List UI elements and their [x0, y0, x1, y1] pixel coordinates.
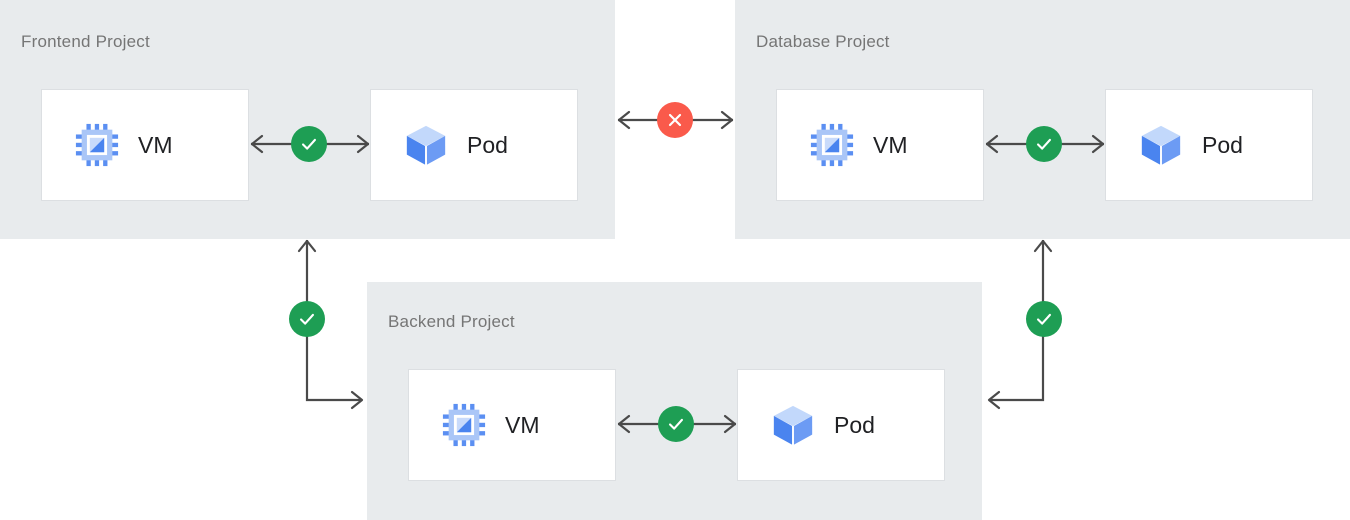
card-frontend-vm[interactable]: VM: [41, 89, 249, 201]
card-content: Pod: [738, 402, 875, 448]
arrowhead-up-database-backend: [1033, 239, 1053, 253]
status-badge-frontend-internal[interactable]: [291, 126, 327, 162]
card-content: VM: [777, 122, 908, 168]
card-label: Pod: [1202, 131, 1243, 158]
card-database-pod[interactable]: Pod: [1105, 89, 1313, 201]
vm-chip-icon: [441, 402, 487, 448]
pod-cube-icon: [770, 402, 816, 448]
check-icon: [299, 313, 315, 325]
card-frontend-pod[interactable]: Pod: [370, 89, 578, 201]
check-icon: [668, 418, 684, 430]
status-badge-database-internal[interactable]: [1026, 126, 1062, 162]
status-badge-frontend-database-blocked[interactable]: [657, 102, 693, 138]
panel-title-frontend: Frontend Project: [21, 32, 150, 51]
arrowhead-left-frontend-database: [617, 110, 631, 130]
check-icon: [1036, 138, 1052, 150]
status-badge-frontend-backend[interactable]: [289, 301, 325, 337]
pod-cube-icon: [1138, 122, 1184, 168]
check-icon: [1036, 313, 1052, 325]
card-label: VM: [873, 131, 908, 158]
vm-chip-icon: [74, 122, 120, 168]
card-label: Pod: [467, 131, 508, 158]
card-backend-vm[interactable]: VM: [408, 369, 616, 481]
arrowhead-up-frontend-backend: [297, 239, 317, 253]
card-content: Pod: [371, 122, 508, 168]
close-icon: [668, 113, 682, 127]
card-label: Pod: [834, 411, 875, 438]
card-content: VM: [409, 402, 540, 448]
panel-title-backend: Backend Project: [388, 312, 515, 331]
status-badge-backend-internal[interactable]: [658, 406, 694, 442]
card-content: Pod: [1106, 122, 1243, 168]
arrowhead-right-frontend-database: [720, 110, 734, 130]
card-database-vm[interactable]: VM: [776, 89, 984, 201]
pod-cube-icon: [403, 122, 449, 168]
status-badge-database-backend[interactable]: [1026, 301, 1062, 337]
card-label: VM: [505, 411, 540, 438]
panel-title-database: Database Project: [756, 32, 890, 51]
card-content: VM: [42, 122, 173, 168]
card-backend-pod[interactable]: Pod: [737, 369, 945, 481]
arrowhead-left-database-backend: [987, 390, 1001, 410]
arrowhead-right-frontend-backend: [350, 390, 364, 410]
vm-chip-icon: [809, 122, 855, 168]
check-icon: [301, 138, 317, 150]
card-label: VM: [138, 131, 173, 158]
